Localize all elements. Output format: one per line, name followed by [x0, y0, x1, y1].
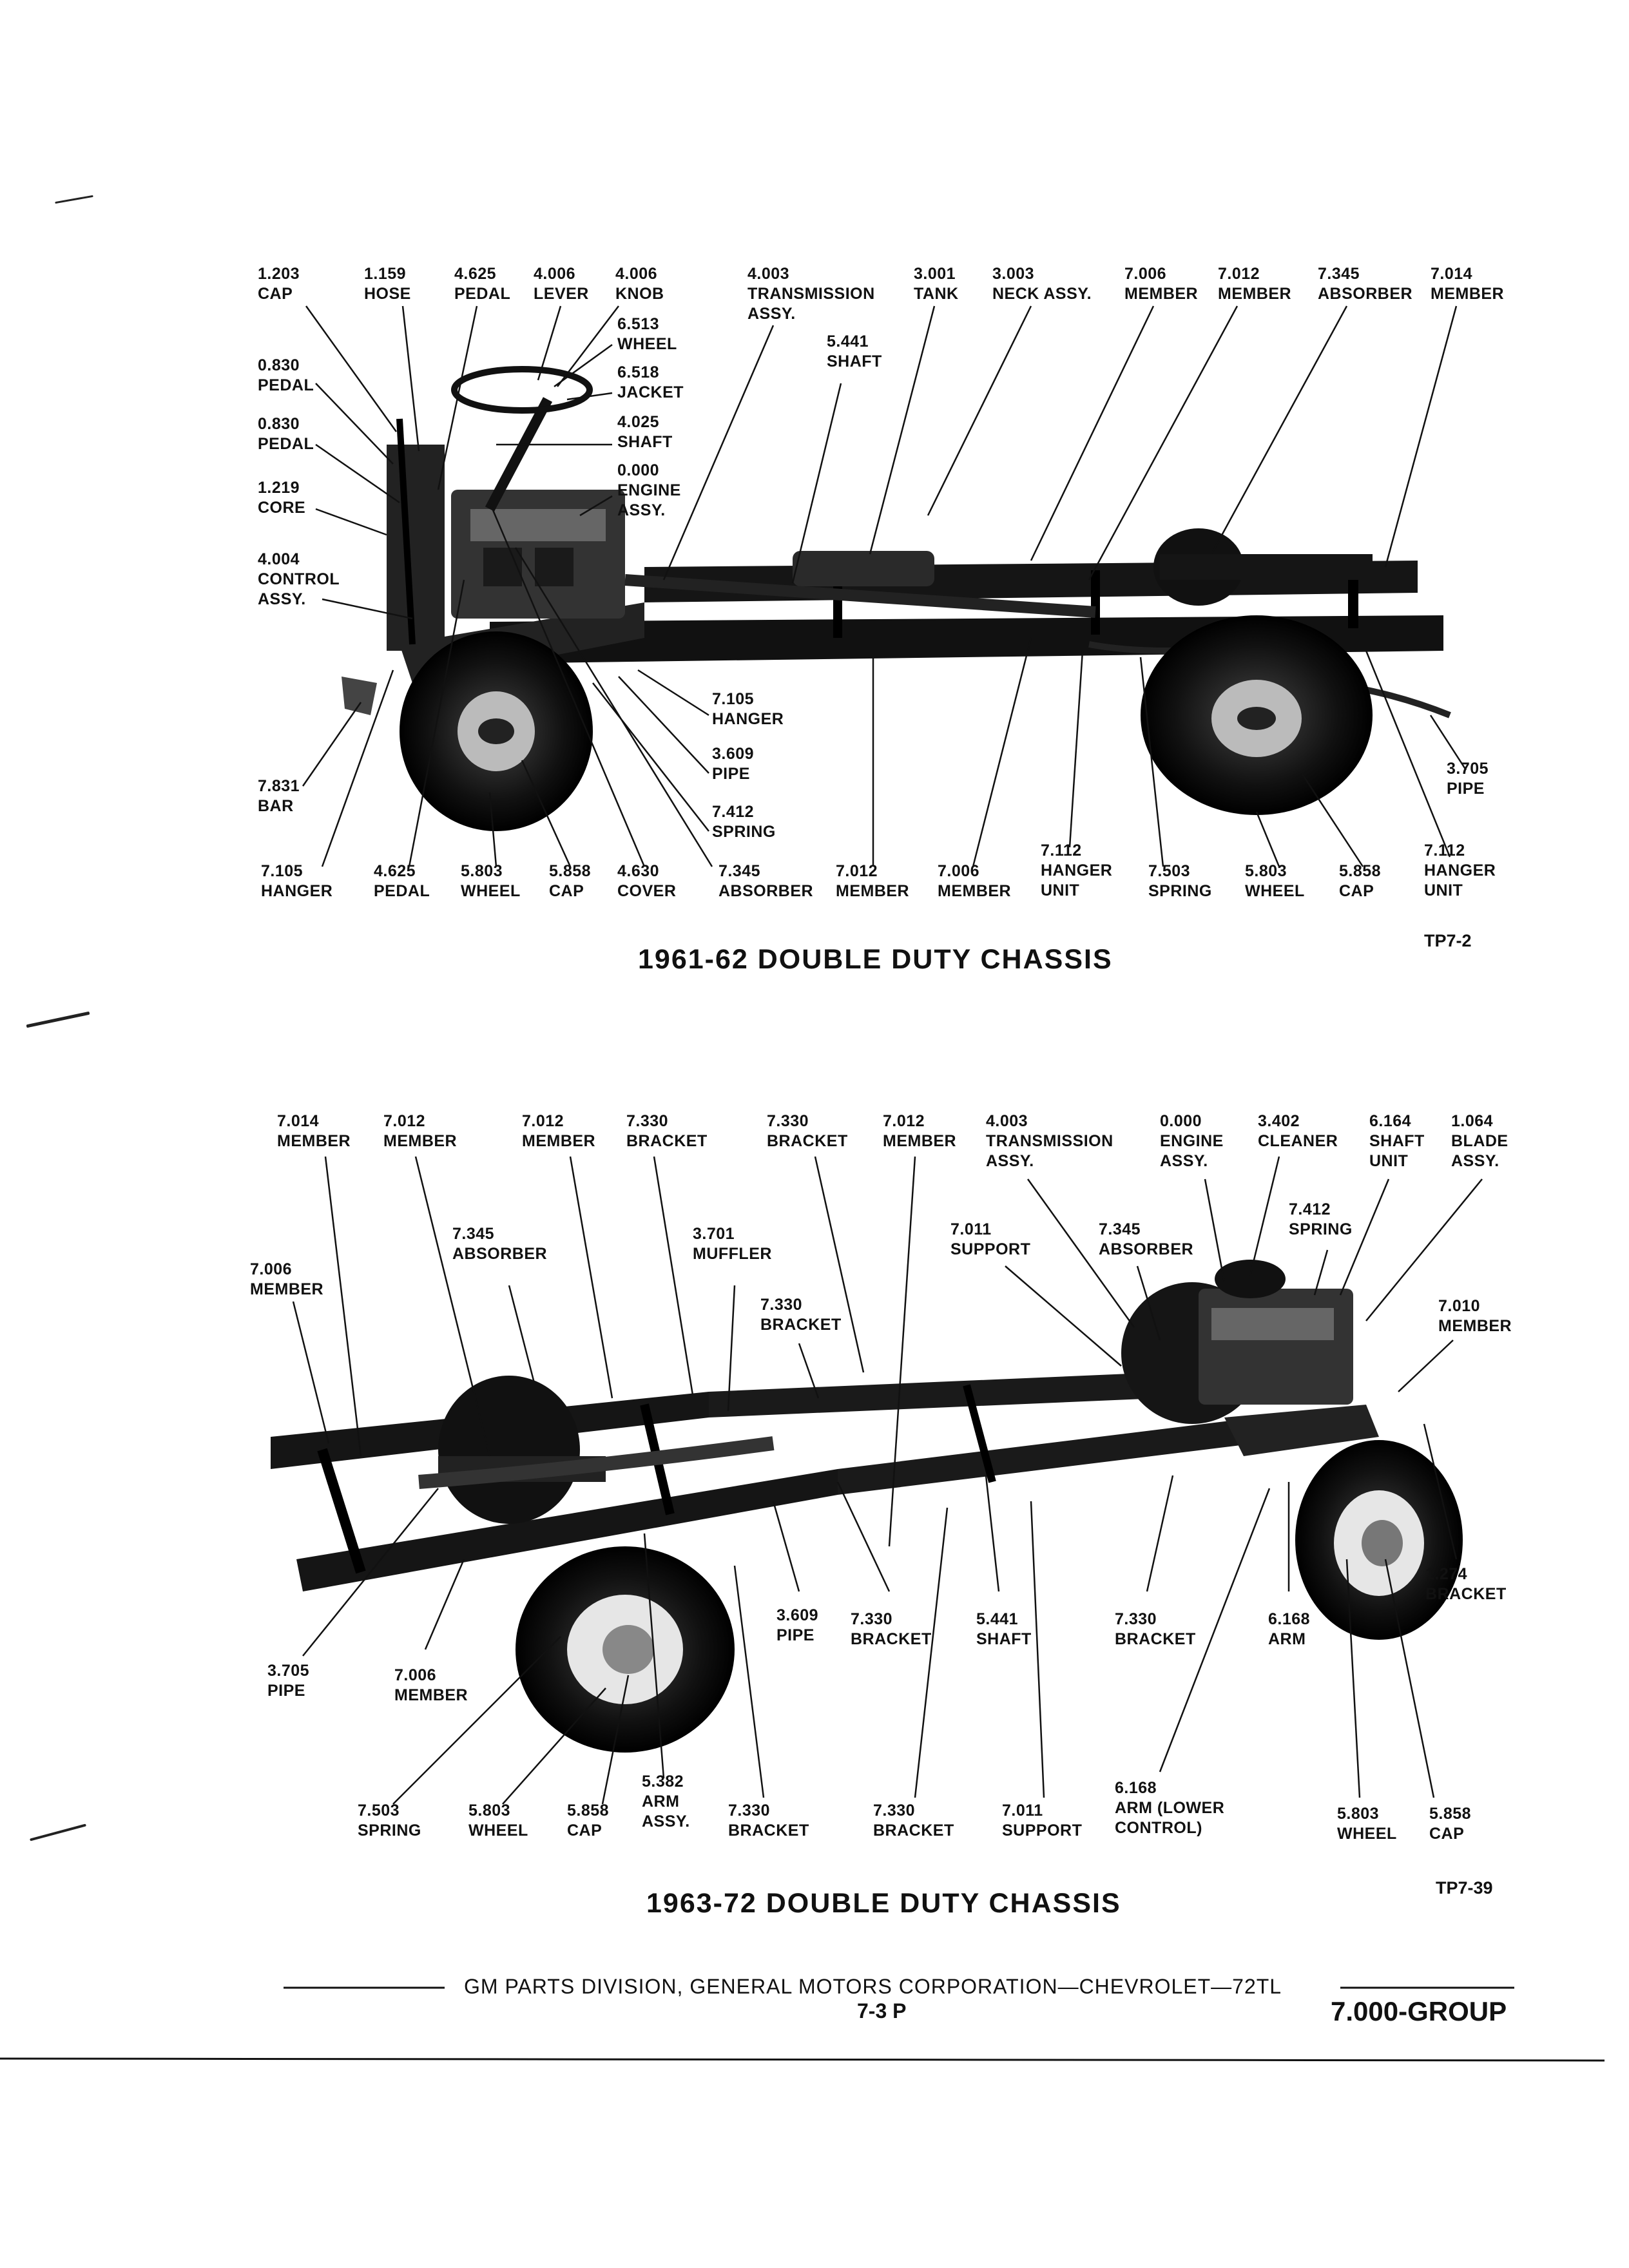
- figure-code: TP7-2: [1424, 931, 1472, 950]
- leader-lines-1963-72: [292, 1156, 1483, 1805]
- leader-lines-1961-62: [302, 305, 1467, 867]
- page-number: 7-3 P: [857, 1999, 907, 2023]
- footer-rules: [0, 1986, 1605, 2062]
- footer-publisher: GM PARTS DIVISION, GENERAL MOTORS CORPOR…: [464, 1975, 1282, 1998]
- figure-code: TP7-39: [1436, 1878, 1493, 1898]
- chassis-1963-72-drawing: [271, 1260, 1463, 1753]
- group-number: 7.000-GROUP: [1331, 1996, 1507, 2026]
- diagram-title-1961-62: 1961-62 DOUBLE DUTY CHASSIS: [638, 944, 1113, 975]
- chassis-1961-62-drawing: [342, 366, 1451, 831]
- diagram-title-1963-72: 1963-72 DOUBLE DUTY CHASSIS: [646, 1888, 1121, 1919]
